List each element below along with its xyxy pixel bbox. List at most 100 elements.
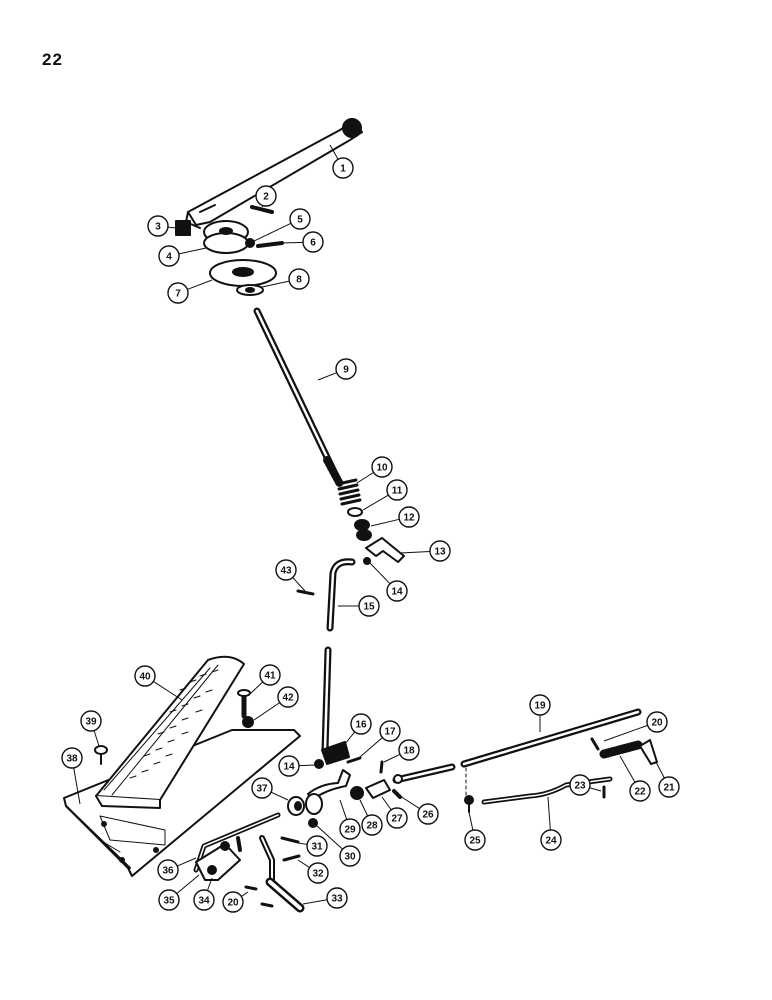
callout-number: 32 <box>312 869 324 880</box>
control-rod-part <box>321 558 356 754</box>
callout-number: 5 <box>297 215 303 226</box>
callout-12: 12 <box>398 506 420 528</box>
washer-part <box>236 284 264 296</box>
callout-leader-line <box>359 799 369 817</box>
callout-circle <box>339 818 361 840</box>
callout-leader-line <box>468 811 474 831</box>
callout-36: 36 <box>157 859 179 881</box>
callout-circle <box>147 215 169 237</box>
callout-number: 15 <box>363 602 375 613</box>
spring-pin-part <box>590 737 600 751</box>
callout-14a: 14 <box>386 580 408 602</box>
lever-hub-part <box>203 220 249 254</box>
callout-leader-line <box>281 241 304 244</box>
callout-leader-line <box>73 767 81 805</box>
callout-circle <box>61 747 83 769</box>
jam-nut-part <box>350 786 364 800</box>
callout-number: 4 <box>166 252 172 263</box>
callout-26: 26 <box>417 803 439 825</box>
callout-leader-line <box>399 551 431 554</box>
bellcrank-part <box>305 769 351 815</box>
callout-circle <box>386 479 408 501</box>
callout-circle <box>80 710 102 732</box>
callout-9: 9 <box>335 358 357 380</box>
callout-circle <box>134 665 156 687</box>
callout-13: 13 <box>429 540 451 562</box>
callout-23: 23 <box>569 774 591 796</box>
callout-number: 40 <box>139 672 151 683</box>
callout-leader-line <box>383 753 401 763</box>
callout-19: 19 <box>529 694 551 716</box>
nut-30-part <box>308 818 318 828</box>
callout-circle <box>307 862 329 884</box>
callout-number: 22 <box>634 787 646 798</box>
callout-circle <box>398 739 420 761</box>
callout-circle <box>569 774 591 796</box>
callout-leader-line <box>167 226 177 229</box>
callout-leader-line <box>603 724 648 742</box>
cotter-pin-part <box>296 589 315 596</box>
callout-number: 14 <box>391 587 403 598</box>
callout-number: 13 <box>434 547 446 558</box>
callout-leader-line <box>359 737 383 758</box>
callout-leader-line <box>261 280 290 288</box>
callout-40: 40 <box>134 665 156 687</box>
callout-circle <box>193 889 215 911</box>
callout-leader-line <box>206 877 213 891</box>
callout-circle <box>167 282 189 304</box>
callout-16: 16 <box>350 713 372 735</box>
callout-circle <box>429 540 451 562</box>
callout-number: 19 <box>534 701 546 712</box>
callout-number: 33 <box>331 894 343 905</box>
callout-number: 39 <box>85 717 97 728</box>
callout-circle <box>361 814 383 836</box>
spring-bracket-part <box>639 739 658 765</box>
callout-leader-line <box>302 899 328 905</box>
callout-leader-line <box>297 842 308 845</box>
hand-lever-part <box>185 118 363 229</box>
callout-number: 10 <box>376 463 388 474</box>
callout-number: 42 <box>282 693 294 704</box>
shaft-part <box>253 307 344 488</box>
callout-circle <box>646 711 668 733</box>
callout-number: 9 <box>343 365 349 376</box>
callout-38: 38 <box>61 747 83 769</box>
callout-number: 3 <box>155 222 161 233</box>
callout-leader-line <box>315 824 343 850</box>
callout-leader-line <box>249 681 264 695</box>
bolt-part <box>256 241 284 248</box>
callout-leader-line <box>362 494 389 511</box>
callout-4: 4 <box>158 245 180 267</box>
callout-leader-line <box>655 761 665 779</box>
callout-34: 34 <box>193 889 215 911</box>
callout-circle <box>278 755 300 777</box>
callout-circle <box>386 807 408 829</box>
callout-5: 5 <box>289 208 311 230</box>
bushing-part <box>287 796 305 816</box>
pin-20c-part <box>260 902 274 908</box>
callout-number: 20 <box>227 898 239 909</box>
callout-leader-line <box>339 799 348 820</box>
callout-leader-line <box>241 891 249 897</box>
callout-leader-line <box>399 795 420 810</box>
callout-circle <box>540 829 562 851</box>
callout-10: 10 <box>371 456 393 478</box>
callout-circle <box>529 694 551 716</box>
callout-circle <box>335 358 357 380</box>
callout-number: 6 <box>310 238 316 249</box>
callout-leader-line <box>344 731 356 745</box>
screw-part <box>94 745 108 765</box>
callout-leader-line <box>176 874 200 894</box>
spring-small-part <box>175 220 191 236</box>
callout-circle <box>302 231 324 253</box>
callout-circle <box>158 889 180 911</box>
callout-number: 36 <box>162 866 174 877</box>
callout-number: 2 <box>263 192 269 203</box>
friction-disc-part <box>209 259 277 287</box>
extension-spring-part <box>599 740 643 759</box>
callout-leader-line <box>381 796 392 811</box>
callout-circle <box>251 777 273 799</box>
callout-number: 17 <box>384 727 396 738</box>
pedal-bolt-part <box>237 689 251 719</box>
